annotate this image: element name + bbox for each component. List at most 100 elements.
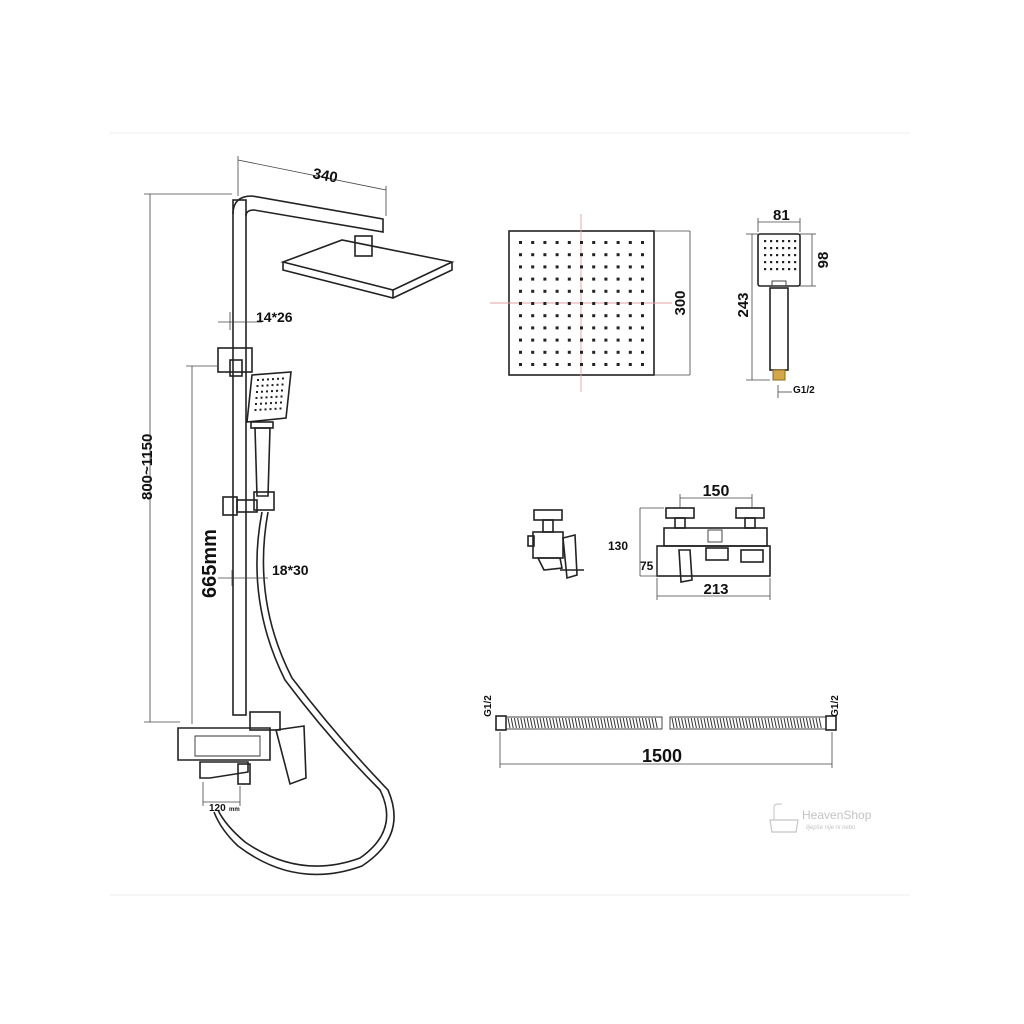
nozzle-dot bbox=[628, 326, 632, 330]
nozzle-dot bbox=[257, 379, 259, 381]
hose-coil bbox=[780, 717, 784, 729]
nozzle-dot bbox=[519, 302, 522, 305]
mixer-side-body bbox=[532, 531, 564, 559]
upper-bracket bbox=[217, 347, 253, 373]
nozzle-dot bbox=[628, 338, 632, 342]
hose-coil bbox=[597, 717, 601, 729]
nozzle-dot bbox=[555, 265, 559, 269]
nozzle-dot bbox=[270, 396, 273, 399]
hose-coil bbox=[545, 717, 549, 729]
spout-unit-label: mm bbox=[229, 807, 240, 813]
hose-coil bbox=[716, 717, 720, 729]
hose-coil bbox=[674, 717, 678, 729]
nozzle-dot bbox=[616, 326, 620, 330]
hose-coil bbox=[751, 717, 755, 729]
nozzle-dot bbox=[277, 377, 279, 380]
hose-coil bbox=[793, 717, 797, 729]
nozzle-dot bbox=[641, 289, 644, 293]
nozzle-dot bbox=[275, 401, 277, 404]
nozzle-dot bbox=[788, 268, 791, 271]
hose-coil bbox=[517, 717, 521, 729]
hose-coil bbox=[757, 717, 761, 729]
hose-coil bbox=[796, 717, 800, 729]
nozzle-dot bbox=[580, 350, 583, 354]
nozzle-dot bbox=[531, 241, 535, 244]
nozzle-dot bbox=[531, 302, 535, 305]
hand-shower-grip bbox=[769, 287, 789, 371]
nozzle-dot bbox=[519, 363, 522, 366]
nozzle-dot bbox=[567, 338, 571, 342]
hose-coil bbox=[799, 717, 803, 729]
hose-coil bbox=[805, 717, 809, 729]
mixer-width-label: 213 bbox=[703, 581, 728, 598]
nozzle-dot bbox=[580, 253, 583, 257]
nozzle-dot bbox=[255, 397, 258, 399]
hand-shower-front-view bbox=[746, 218, 816, 398]
nozzle-dot bbox=[604, 350, 608, 354]
nozzle-dot bbox=[628, 277, 632, 281]
nozzle-dot bbox=[256, 391, 258, 393]
hose-coil bbox=[767, 717, 771, 729]
hand-width-label: 81 bbox=[773, 207, 790, 224]
nozzle-dot bbox=[265, 402, 267, 405]
nozzle-dot bbox=[261, 390, 263, 393]
nozzle-dot bbox=[519, 350, 522, 354]
hose-coil bbox=[818, 717, 822, 729]
nozzle-dot bbox=[794, 247, 797, 250]
nozzle-dot bbox=[628, 289, 632, 293]
hose-coil bbox=[719, 717, 723, 729]
nozzle-dot bbox=[764, 268, 767, 271]
nozzle-dot bbox=[259, 408, 262, 411]
nozzle-dot bbox=[543, 241, 547, 244]
nozzle-dot bbox=[281, 383, 284, 386]
nozzle-dot bbox=[776, 240, 779, 243]
spout-length-label: 120 bbox=[209, 803, 226, 814]
nozzle-dot bbox=[770, 254, 773, 257]
hose-coil bbox=[638, 717, 642, 729]
mixer-front-view bbox=[639, 494, 771, 600]
nozzle-dot bbox=[531, 314, 535, 318]
nozzle-dot bbox=[641, 241, 644, 244]
hose-thread-left-label: G1/2 bbox=[483, 695, 494, 717]
nozzle-dot bbox=[770, 261, 773, 264]
nozzle-dot bbox=[567, 350, 571, 354]
nozzle-dot bbox=[274, 407, 277, 410]
nozzle-dot bbox=[604, 277, 608, 281]
nozzle-dot bbox=[543, 277, 547, 281]
nozzle-dot bbox=[555, 253, 559, 257]
nozzle-dot bbox=[580, 277, 583, 281]
nozzle-dot bbox=[531, 338, 535, 342]
nozzle-dot bbox=[641, 338, 644, 342]
nozzle-dot bbox=[555, 277, 559, 281]
nozzle-dot bbox=[776, 254, 779, 257]
nozzle-dot bbox=[782, 268, 785, 271]
nozzle-dot bbox=[543, 265, 547, 269]
hose-coil bbox=[609, 717, 613, 729]
nozzle-dot bbox=[776, 268, 779, 271]
nozzle-dot bbox=[276, 383, 279, 386]
hose-coil bbox=[510, 717, 514, 729]
nozzle-dot bbox=[616, 277, 620, 281]
hose-coil bbox=[561, 717, 565, 729]
hose-outer bbox=[217, 511, 388, 867]
hose-coil bbox=[555, 717, 559, 729]
hose-coil bbox=[558, 717, 562, 729]
shower-hose bbox=[495, 715, 837, 768]
hose-coil bbox=[735, 717, 739, 729]
hose-coil bbox=[722, 717, 726, 729]
nozzle-dot bbox=[262, 378, 264, 381]
hose-coil bbox=[536, 717, 540, 729]
nozzle-dot bbox=[604, 326, 608, 330]
nozzle-dot bbox=[592, 338, 596, 342]
nozzle-dot bbox=[519, 326, 522, 330]
nozzle-dot bbox=[641, 302, 644, 305]
mixer-side-view bbox=[527, 509, 584, 580]
hose-fitting-left bbox=[495, 715, 507, 731]
nozzle-dot bbox=[555, 350, 559, 354]
hose-coil bbox=[523, 717, 527, 729]
nozzle-dot bbox=[580, 302, 583, 305]
hose-coil bbox=[677, 717, 681, 729]
nozzle-dot bbox=[281, 389, 283, 392]
hand-thread-fitting bbox=[772, 369, 786, 381]
